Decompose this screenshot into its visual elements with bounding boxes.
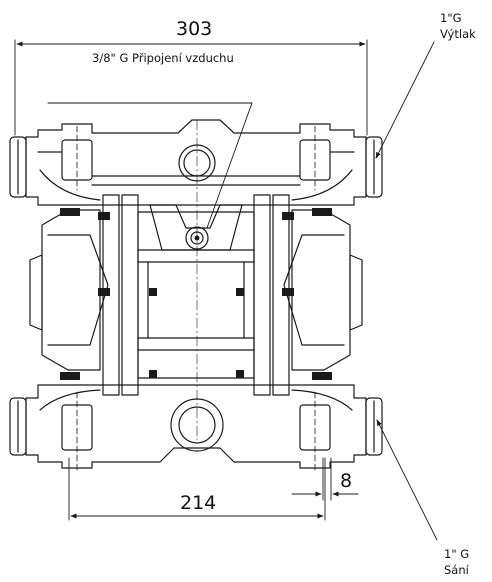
inlet-size: 1" G bbox=[444, 547, 470, 561]
lower-manifold bbox=[9, 384, 383, 471]
air-connection-leader bbox=[47, 102, 253, 229]
upper-manifold bbox=[9, 119, 383, 206]
inlet-callout: 1" G Sání bbox=[444, 546, 469, 578]
inlet-name: Sání bbox=[444, 563, 469, 577]
pump-body bbox=[29, 119, 363, 441]
dimension-303 bbox=[14, 39, 368, 136]
small-offset-label: 8 bbox=[340, 470, 353, 492]
inlet-leader bbox=[376, 419, 438, 541]
air-connection-label: 3/8" G Připojení vzduchu bbox=[92, 51, 234, 65]
dimension-214 bbox=[68, 457, 326, 521]
overall-width-label: 303 bbox=[176, 18, 213, 40]
port-spacing-label: 214 bbox=[180, 492, 217, 514]
outlet-name: Výtlak bbox=[440, 27, 476, 41]
outlet-size: 1"G bbox=[440, 11, 462, 25]
outlet-leader bbox=[375, 41, 435, 159]
outlet-callout: 1"G Výtlak bbox=[440, 10, 476, 42]
dimension-8 bbox=[291, 457, 359, 501]
